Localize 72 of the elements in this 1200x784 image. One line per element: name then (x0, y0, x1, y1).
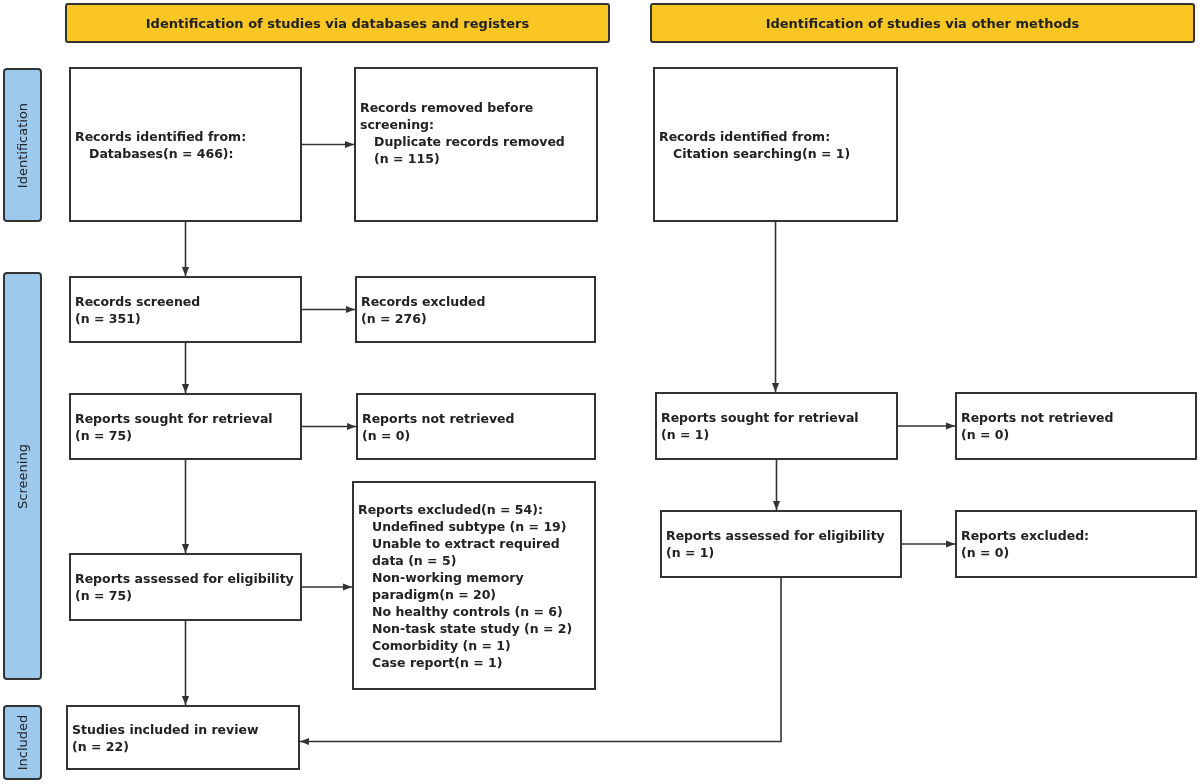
box-text: Studies included in review (72, 720, 260, 738)
arrow (301, 583, 353, 591)
box-text: Non-task state study (n = 2) (371, 619, 574, 637)
box-text: (n = 1) (661, 426, 711, 443)
box-text: Reports assessed for eligibility (666, 527, 886, 544)
process-box (653, 67, 898, 222)
arrow (301, 305, 356, 314)
arrow (901, 540, 956, 548)
arrow (299, 577, 782, 746)
phase-header (65, 3, 610, 43)
arrow (772, 459, 781, 511)
arrow (181, 459, 190, 554)
box-text: No healthy controls (n = 6) (371, 602, 564, 620)
box-text: Records identified from: (659, 127, 832, 145)
stage-band (3, 705, 42, 780)
box-text: Comorbidity (n = 1) (371, 636, 512, 654)
stage-label: Identification (15, 102, 30, 188)
box-text: (n = 0) (362, 426, 412, 444)
box-text: (n = 0) (961, 544, 1011, 561)
box-text: (n = 276) (361, 309, 428, 327)
process-box (955, 392, 1197, 460)
box-text: (n = 351) (75, 309, 142, 327)
box-text: Reports sought for retrieval (75, 409, 274, 427)
box-text: Undefined subtype (n = 19) (371, 517, 568, 535)
header-text: Identification of studies via other methods (765, 15, 1080, 31)
box-text: (n = 115) (373, 150, 441, 167)
box-text: (n = 75) (75, 587, 133, 604)
box-text: Citation searching(n = 1) (672, 144, 852, 162)
box-text: Reports excluded: (961, 527, 1091, 544)
stage-label: Included (15, 714, 30, 771)
box-text: Databases(n = 466): (88, 144, 235, 162)
box-text: Reports not retrieved (362, 409, 516, 427)
box-text: Records excluded (361, 292, 487, 310)
process-box (69, 276, 302, 343)
box-text: Reports assessed for eligibility (75, 570, 295, 587)
process-box (955, 510, 1197, 578)
box-text: Reports not retrieved (961, 409, 1115, 426)
process-box (355, 276, 596, 343)
box-text: Non-working memory paradigm(n = 20) (371, 568, 525, 603)
process-box (655, 392, 898, 460)
process-box (69, 553, 302, 621)
box-text: Reports excluded(n = 54): (358, 500, 544, 518)
process-box (354, 67, 598, 222)
stage-label: Screening (15, 443, 30, 509)
box-text: Records screened (75, 292, 202, 310)
arrow (771, 221, 780, 393)
process-box (66, 705, 300, 770)
process-box (356, 393, 596, 460)
box-text: Case report(n = 1) (371, 653, 504, 671)
arrow (301, 140, 355, 149)
arrow (181, 620, 190, 706)
arrow (897, 422, 956, 430)
process-box (352, 481, 596, 690)
box-text: (n = 0) (961, 426, 1011, 443)
box-text: (n = 1) (666, 544, 716, 561)
stage-band (3, 68, 42, 222)
header-text: Identification of studies via databases and registers (145, 15, 530, 31)
process-box (660, 510, 902, 578)
process-box (69, 393, 302, 460)
box-text: Records removed before screening: (360, 99, 535, 133)
box-text: Duplicate records removed (373, 133, 566, 150)
phase-header (650, 3, 1195, 43)
box-text: Unable to extract required data (n = 5) (371, 534, 561, 569)
box-text: Reports sought for retrieval (661, 409, 860, 426)
box-text: (n = 22) (72, 737, 130, 755)
process-box (69, 67, 302, 222)
stage-band (3, 272, 42, 680)
box-text: (n = 75) (75, 426, 133, 444)
arrow (181, 342, 190, 394)
arrow (301, 422, 357, 431)
box-text: Records identified from: (75, 127, 248, 145)
arrow (181, 221, 190, 277)
